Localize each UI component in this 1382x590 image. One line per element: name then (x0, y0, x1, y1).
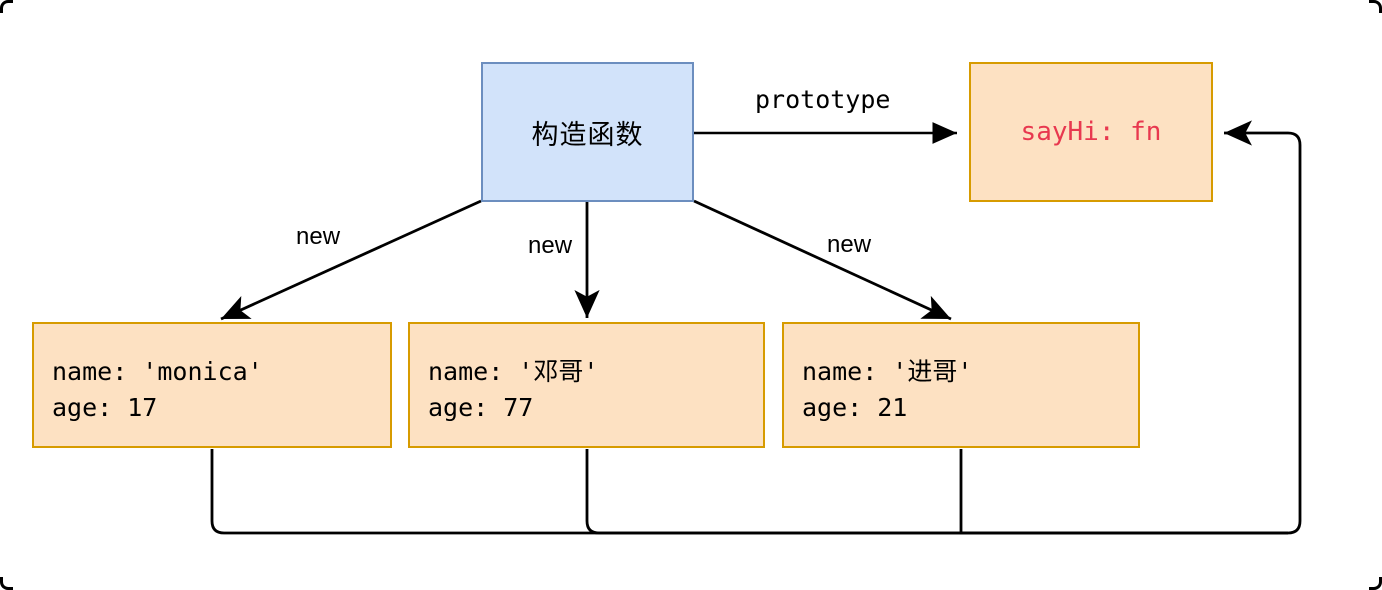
canvas-corner-bottom-right (1369, 577, 1382, 590)
node-constructor[interactable]: 构造函数 (481, 62, 694, 202)
edge-proto-link-3 (959, 449, 1288, 535)
node-instance-1-age: age: 17 (52, 393, 158, 422)
node-instance-3-age: age: 21 (802, 393, 908, 422)
node-instance-2[interactable]: name: '邓哥' age: 77 (408, 322, 765, 448)
edge-new-1 (220, 199, 482, 321)
edge-label-new-2: new (528, 232, 573, 259)
edge-proto-link-2 (585, 449, 1288, 535)
edge-label-new-1: new (296, 223, 341, 250)
canvas-corner-top-left (0, 0, 13, 13)
node-instance-1[interactable]: name: 'monica' age: 17 (32, 322, 392, 448)
edge-new-3 (693, 199, 952, 321)
node-instance-3[interactable]: name: '进哥' age: 21 (782, 322, 1140, 448)
canvas-corner-top-right (1369, 0, 1382, 13)
node-prototype[interactable]: sayHi: fn (969, 62, 1213, 202)
node-prototype-label: sayHi: fn (1020, 117, 1162, 147)
canvas-corner-bottom-left (0, 577, 13, 590)
node-instance-2-age: age: 77 (428, 393, 534, 422)
edge-proto-link-1 (210, 120, 1302, 535)
node-instance-2-name: name: '邓哥' (428, 357, 599, 386)
node-constructor-label: 构造函数 (531, 119, 644, 150)
edge-label-new-3: new (827, 231, 872, 258)
edge-label-prototype: prototype (755, 85, 891, 114)
node-instance-1-name: name: 'monica' (52, 357, 263, 386)
node-instance-3-name: name: '进哥' (802, 357, 973, 386)
